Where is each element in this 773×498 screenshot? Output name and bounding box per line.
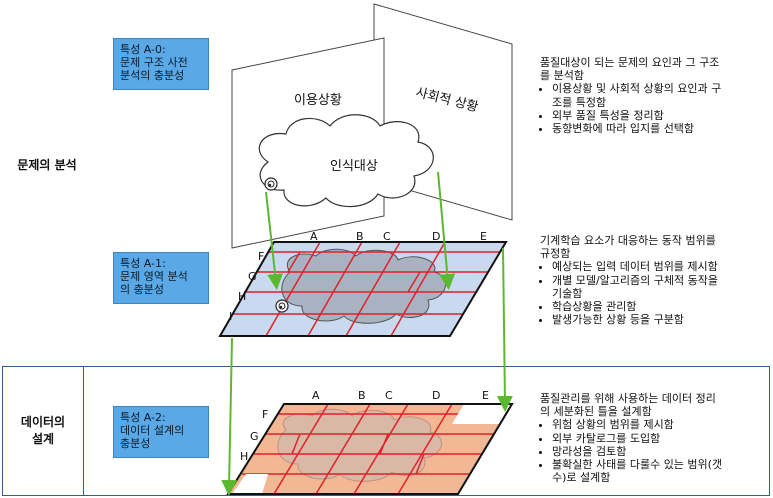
arrow-cloud-to-grid-left <box>265 191 284 290</box>
recognition-target-label: 인식대상 <box>330 159 378 174</box>
usage-situation-label: 이용상황 <box>294 93 342 108</box>
trait-a2-line2: 데이터 설계의 <box>120 424 185 437</box>
list-item: 학습상황을 관리함 <box>552 300 770 313</box>
trait-a1-line1: 특성 A-1: <box>120 257 166 270</box>
grid2-col-label-b: B <box>358 389 366 402</box>
description-a0-head-line1: 품질대상이 되는 문제의 요인과 그 구조 <box>540 56 720 69</box>
data-design-corner-cell-left <box>232 474 268 494</box>
trait-a0-line1: 특성 A-0: <box>120 43 166 56</box>
eye-icon <box>264 177 278 191</box>
description-a2-list: 위험 상황의 범위를 제시함 외부 카탈로그를 도입함 망라성을 검토함 불확실… <box>540 418 766 484</box>
description-a1: 기계학습 요소가 대응하는 동작 범위를 규정함 예상되는 입력 데이터 범위를… <box>540 234 770 326</box>
trait-a1-line3: 의 충분성 <box>120 283 164 296</box>
description-a1-list: 예상되는 입력 데이터 범위를 제시함 개별 모델/알고리즘의 구체적 동작을기… <box>540 260 770 326</box>
problem-domain-cloud <box>281 248 446 324</box>
grid2-row-label-h: H <box>240 450 248 463</box>
grid2-row-label-g: G <box>250 430 259 443</box>
section-label-data-line2: 설계 <box>31 432 55 446</box>
problem-domain-grid <box>218 241 508 337</box>
trait-a2-line3: 충분성 <box>120 437 151 450</box>
trait-box-a0: 특성 A-0: 문제 구조 사전 분석의 충분성 <box>113 38 209 90</box>
grid1-row-label-h: H <box>238 290 246 303</box>
grid2-row-label-f: F <box>262 408 268 421</box>
data-design-grid <box>226 403 514 495</box>
list-item: 불확실한 사태를 다룰수 있는 범위(갯수)로 설계함 <box>552 458 766 484</box>
description-a2-head: 품질관리를 위해 사용하는 데이터 정리 의 세분화된 틀을 설계함 <box>540 392 766 418</box>
section-label-data-line1: 데이터의 <box>20 415 66 429</box>
description-a2-head-line1: 품질관리를 위해 사용하는 데이터 정리 <box>540 392 716 405</box>
grid1-row-label-i: I <box>229 310 232 323</box>
grid2-col-label-a: A <box>312 389 320 402</box>
band-divider <box>83 367 84 495</box>
trait-box-a1: 특성 A-1: 문제 영역 분석 의 충분성 <box>113 252 209 304</box>
grid2-col-label-c: C <box>385 389 393 402</box>
trait-a1-line2: 문제 영역 분석 <box>120 270 188 283</box>
list-item: 위험 상황의 범위를 제시함 <box>552 418 766 431</box>
grid1-col-label-a: A <box>310 230 318 243</box>
description-a0-head: 품질대상이 되는 문제의 요인과 그 구조 를 분석함 <box>540 56 770 82</box>
grid1-col-label-e: E <box>480 230 487 243</box>
recognition-target-cloud <box>258 114 434 208</box>
grid1-col-label-c: C <box>383 230 391 243</box>
description-a1-head-line2: 규정함 <box>540 247 571 261</box>
list-item: 망라성을 검토함 <box>552 445 766 458</box>
trait-a0-line2: 문제 구조 사전 <box>120 56 188 69</box>
grid1-row-label-g: G <box>248 270 257 283</box>
description-a2-head-line2: 의 세분화된 틀을 설계함 <box>540 405 652 419</box>
list-item: 외부 품질 특성을 정리함 <box>552 109 770 122</box>
grid1-row-label-f: F <box>258 250 264 263</box>
section-label-data-design: 데이터의 설계 <box>4 414 82 448</box>
grid2-col-label-e: E <box>482 389 489 402</box>
list-item: 외부 카탈로그를 도입함 <box>552 432 766 445</box>
description-a1-head-line1: 기계학습 요소가 대응하는 동작 범위를 <box>540 234 716 247</box>
arrow-grid-to-data-right <box>496 247 513 412</box>
section-label-problem-analysis: 문제의 분석 <box>17 158 77 172</box>
description-a0: 품질대상이 되는 문제의 요인과 그 구조 를 분석함 이용상황 및 사회적 상… <box>540 56 770 135</box>
description-a0-head-line2: 를 분석함 <box>540 69 584 83</box>
grid1-col-label-b: B <box>356 230 364 243</box>
data-design-band <box>2 366 770 496</box>
description-a0-list: 이용상황 및 사회적 상황의 요인과 구조를 특정함 외부 품질 특성을 정리함… <box>540 82 770 135</box>
list-item: 발생가능한 상황 등을 구분함 <box>552 313 770 326</box>
arrow-cloud-to-grid-right <box>437 171 456 290</box>
list-item: 동향변화에 따라 입지를 선택함 <box>552 122 770 135</box>
trait-a2-line1: 특성 A-2: <box>120 411 166 424</box>
description-a1-head: 기계학습 요소가 대응하는 동작 범위를 규정함 <box>540 234 770 260</box>
list-item: 예상되는 입력 데이터 범위를 제시함 <box>552 260 770 273</box>
trait-a0-line3: 분석의 충분성 <box>120 69 185 82</box>
description-a2: 품질관리를 위해 사용하는 데이터 정리 의 세분화된 틀을 설계함 위험 상황… <box>540 392 766 484</box>
arrow-grid-to-data-left <box>221 337 238 496</box>
grid1-col-label-d: D <box>432 230 440 243</box>
eye-icon <box>275 299 289 313</box>
data-design-cloud <box>277 408 442 482</box>
grid2-col-label-d: D <box>432 389 440 402</box>
trait-box-a2: 특성 A-2: 데이터 설계의 충분성 <box>113 406 209 458</box>
list-item: 이용상황 및 사회적 상황의 요인과 구조를 특정함 <box>552 82 770 108</box>
